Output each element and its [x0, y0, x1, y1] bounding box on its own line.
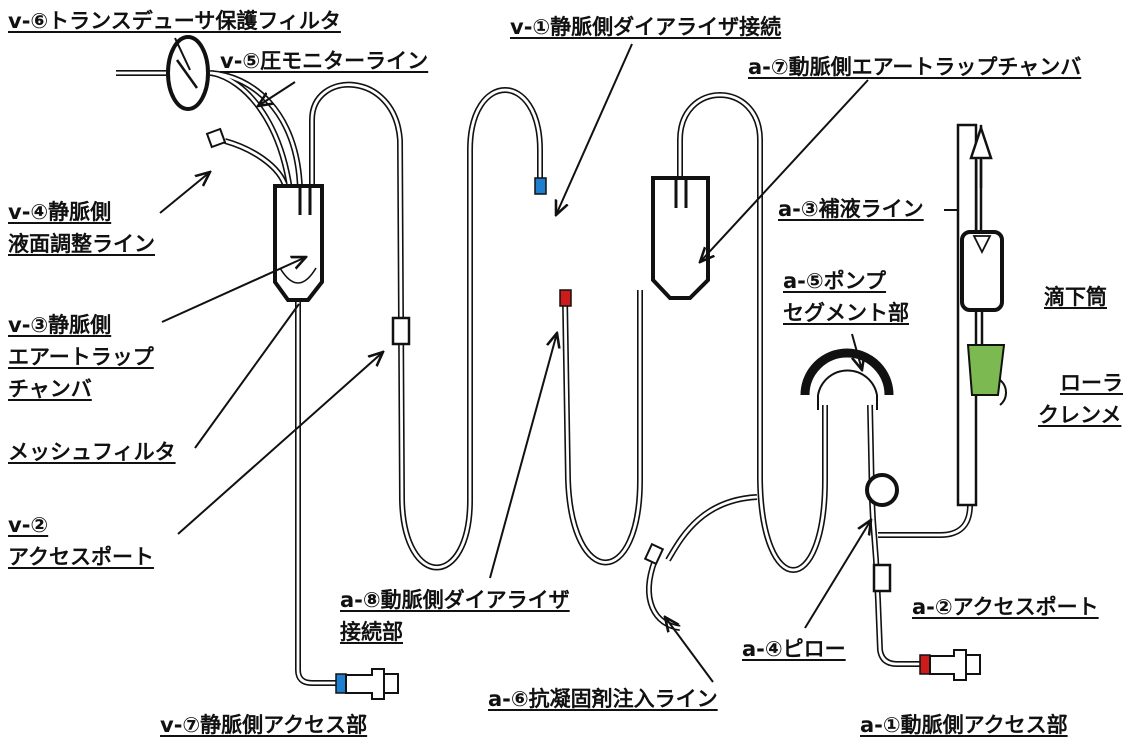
tube-main	[116, 70, 973, 686]
label-drip-chamber: 滴下筒	[1044, 285, 1107, 309]
pump-segment	[800, 348, 894, 410]
label-a8-line1: a-⑧動脈側ダイアライザ	[340, 588, 570, 612]
arterial-dialyzer-cap	[559, 289, 572, 307]
pillow	[865, 473, 899, 507]
label-v7-venous-access: v-⑦静脈側アクセス部	[160, 713, 368, 737]
v2-access-port	[391, 316, 411, 346]
infusion-line	[956, 123, 993, 507]
label-v2-line2: アクセスポート	[8, 545, 154, 569]
label-v3-line2: エアートラップ	[8, 345, 154, 369]
label-v4-line2: 液面調整ライン	[8, 232, 155, 256]
label-a5-line2: セグメント部	[783, 301, 909, 325]
drip-chamber	[960, 230, 1004, 345]
roller-clamp	[966, 344, 1007, 406]
transducer-filter	[166, 35, 210, 111]
a2-access-port	[872, 563, 892, 593]
label-v1-venous-dialyzer: v-①静脈側ダイアライザ接続	[510, 15, 782, 39]
venous-air-trap-chamber	[273, 184, 324, 302]
arterial-air-trap-chamber	[651, 176, 710, 300]
label-a5-line1: a-⑤ポンプ	[783, 269, 887, 293]
label-v2-line1: v-②	[8, 513, 49, 537]
arterial-access-part	[919, 649, 981, 681]
venous-access-part	[335, 668, 399, 700]
label-a1-arterial-access: a-①動脈側アクセス部	[860, 713, 1068, 737]
label-a7-arterial-air-trap: a-⑦動脈側エアートラップチャンバ	[748, 55, 1082, 79]
label-a4-pillow: a-④ピロー	[742, 637, 846, 661]
a6-end-cap	[643, 542, 665, 566]
label-a6-anticoagulant: a-⑥抗凝固剤注入ライン	[488, 687, 718, 711]
label-roller-line1: ローラ	[1060, 371, 1123, 395]
label-v5-pressure-line: v-⑤圧モニターライン	[220, 49, 429, 73]
label-a3-infusion-line: a-③補液ライン	[778, 197, 924, 221]
venous-dialyzer-cap	[534, 177, 547, 195]
label-roller-line2: クレンメ	[1038, 403, 1122, 427]
label-a2-access-port: a-②アクセスポート	[912, 595, 1099, 619]
label-mesh-filter: メッシュフィルタ	[8, 440, 176, 464]
v4-end-cap	[205, 127, 227, 149]
label-v3-line1: v-③静脈側	[8, 313, 112, 337]
label-v3-line3: チャンバ	[8, 377, 92, 401]
label-a8-line2: 接続部	[340, 620, 403, 644]
label-v4-line1: v-④静脈側	[8, 200, 112, 224]
label-v6-transducer-filter: v-⑥トランスデューサ保護フィルタ	[8, 9, 341, 33]
